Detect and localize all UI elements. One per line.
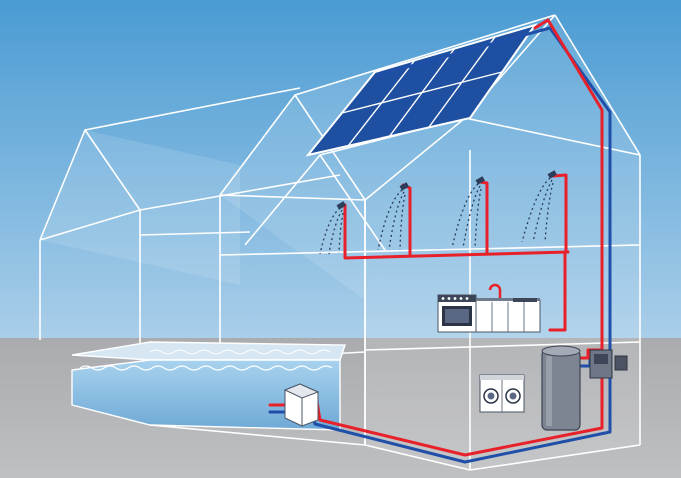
shower-heads (319, 170, 557, 255)
house-glass-fill (40, 15, 640, 470)
hot-water-storage-tank (541, 345, 581, 431)
pool-water-wave (79, 365, 333, 371)
pool-heat-exchanger (283, 383, 320, 427)
washing-machines (479, 374, 525, 413)
kitchen-unit (437, 283, 541, 333)
pump-controller (589, 349, 628, 379)
solar-collector-panel (305, 23, 538, 157)
sky (0, 0, 681, 338)
